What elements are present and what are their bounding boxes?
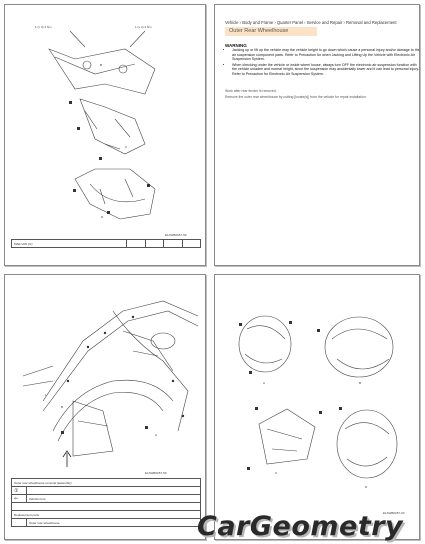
fig-callout: D — [365, 485, 368, 489]
body-text: Work after rear fender is removed. — [225, 89, 277, 93]
figure-table: Outer rear wheelhouse removal (assembly)… — [11, 478, 201, 527]
exploded-diagram-4 — [238, 315, 398, 479]
fig-callout: C — [275, 471, 278, 475]
document-page-3: 1 A B E1AWB0057-59 Outer rear wheelhouse… — [4, 274, 206, 540]
wheelhouse-diagram — [22, 300, 199, 467]
warning-title: WARNING — [225, 43, 247, 48]
fig-callout: B — [61, 405, 64, 409]
figure-table: MAE VAN (G) — [11, 239, 201, 248]
fig-callout: 1 (x 4) 4 Nm — [35, 25, 52, 29]
table-cell: Replacement parts — [11, 510, 201, 519]
section-title: Outer Rear Wheelhouse — [225, 27, 317, 36]
table-cell: ① — [11, 486, 27, 495]
fig-callout: C — [125, 145, 128, 149]
fig-callout: 1 (x 4) 4 Nm — [135, 25, 152, 29]
body-text: Remove the outer rear wheelhouse by cutt… — [225, 95, 367, 99]
document-page-2: Vehicle › Body and Frame › Quarter Panel… — [214, 4, 420, 266]
figure-code: E1AWB0057-60 — [383, 511, 405, 515]
warning-item: When checking under the vehicle or insid… — [232, 63, 419, 77]
figure-code: E1AWB0057-59 — [165, 233, 187, 237]
fig-callout: D — [101, 215, 104, 219]
table-cell: Outer rear wheelhouse removal (assembly) — [11, 478, 201, 487]
fig-callout: B — [359, 381, 362, 385]
warning-list: Jacking up or lift up the vehicle may th… — [227, 48, 419, 78]
fig-callout: 1 — [45, 393, 47, 397]
warning-item: Jacking up or lift up the vehicle may th… — [232, 48, 419, 62]
arrow-icon: ⇐ — [11, 494, 27, 503]
fig-callout: A — [155, 433, 158, 437]
table-cell: Outer rear wheelhouse — [26, 518, 201, 527]
table-cell: Vehicle front — [26, 494, 201, 503]
figure-code: E1AWB0057-59 — [145, 471, 167, 475]
table-cell: MAE VAN (G) — [11, 239, 127, 248]
fig-callout: B — [100, 63, 103, 67]
exploded-diagram-1 — [48, 30, 156, 220]
document-page-1: 1 (x 4) 4 Nm 1 (x 4) 4 Nm B C D E1AWB005… — [4, 4, 206, 266]
cargeometry-logo: CarGeometry — [197, 511, 404, 542]
breadcrumb: Vehicle › Body and Frame › Quarter Panel… — [225, 20, 397, 25]
fig-callout: A — [263, 381, 266, 385]
logo-shadow: CarGeometry — [199, 513, 406, 544]
document-page-4: A B C D E1AWB0057-60 — [214, 274, 420, 540]
